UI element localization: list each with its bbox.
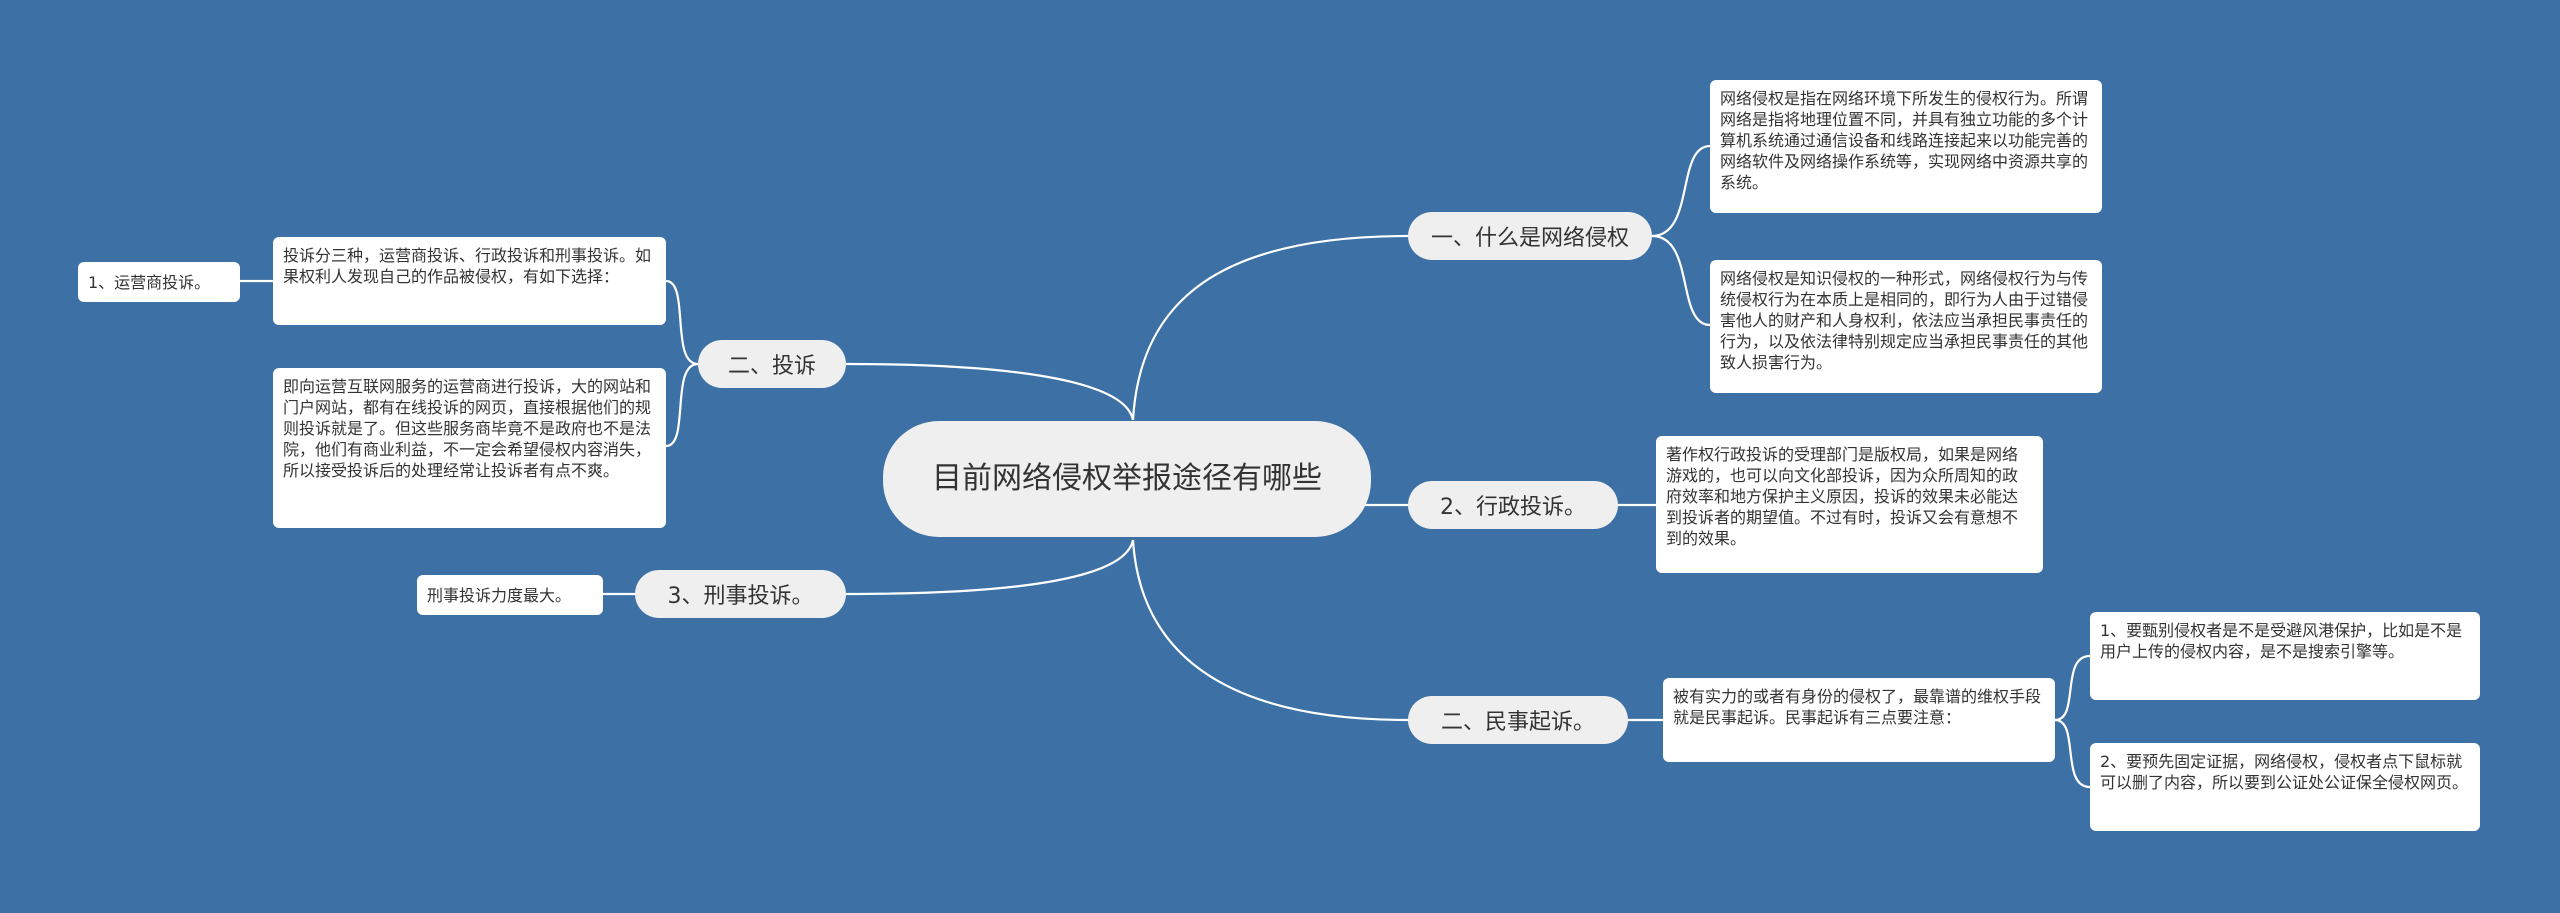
branch-what-is-infringement[interactable]: 一、什么是网络侵权 <box>1408 212 1652 260</box>
leaf-infringement-nature[interactable]: 网络侵权是知识侵权的一种形式，网络侵权行为与传统侵权行为在本质上是相同的，即行为… <box>1710 260 2102 393</box>
branch-label: 二、民事起诉。 <box>1440 710 1595 735</box>
connector-root-b1 <box>1131 234 1409 421</box>
leaf-text: 网络侵权是知识侵权的一种形式，网络侵权行为与传统侵权行为在本质上是相同的，即行为… <box>1720 269 2089 372</box>
leaf-text: 网络侵权是指在网络环境下所发生的侵权行为。所谓网络是指将地理位置不同，并具有独立… <box>1720 89 2089 192</box>
leaf-criminal-strongest[interactable]: 刑事投诉力度最大。 <box>417 575 603 615</box>
leaf-civil-point-2[interactable]: 2、要预先固定证据，网络侵权，侵权者点下鼠标就可以删了内容，所以要到公证处公证保… <box>2090 743 2480 831</box>
leaf-text: 被有实力的或者有身份的侵权了，最靠谱的维权手段就是民事起诉。民事起诉有三点要注意… <box>1673 687 2042 727</box>
leaf-text: 2、要预先固定证据，网络侵权，侵权者点下鼠标就可以删了内容，所以要到公证处公证保… <box>2100 752 2469 792</box>
branch-label: 一、什么是网络侵权 <box>1430 226 1629 251</box>
branch-criminal-complaint[interactable]: 3、刑事投诉。 <box>635 570 846 618</box>
leaf-civil-point-1[interactable]: 1、要甄别侵权者是不是受避风港保护，比如是不是用户上传的侵权内容，是不是搜索引擎… <box>2090 612 2480 700</box>
branch-administrative-complaint[interactable]: 2、行政投诉。 <box>1408 481 1618 529</box>
leaf-administrative-detail[interactable]: 著作权行政投诉的受理部门是版权局，如果是网络游戏的，也可以向文化部投诉，因为众所… <box>1656 436 2043 573</box>
leaf-text: 即向运营互联网服务的运营商进行投诉，大的网站和门户网站，都有在线投诉的网页，直接… <box>283 377 652 480</box>
leaf-text: 1、要甄别侵权者是不是受避风港保护，比如是不是用户上传的侵权内容，是不是搜索引擎… <box>2100 621 2463 661</box>
root-topic[interactable]: 目前网络侵权举报途径有哪些 <box>883 421 1371 537</box>
leaf-text: 著作权行政投诉的受理部门是版权局，如果是网络游戏的，也可以向文化部投诉，因为众所… <box>1666 445 2019 548</box>
branch-civil-lawsuit[interactable]: 二、民事起诉。 <box>1408 696 1628 744</box>
leaf-complaint-types[interactable]: 投诉分三种，运营商投诉、行政投诉和刑事投诉。如果权利人发现自己的作品被侵权，有如… <box>273 237 666 325</box>
leaf-infringement-definition[interactable]: 网络侵权是指在网络环境下所发生的侵权行为。所谓网络是指将地理位置不同，并具有独立… <box>1710 80 2102 213</box>
leaf-text: 刑事投诉力度最大。 <box>427 585 572 605</box>
branch-complaint[interactable]: 二、投诉 <box>698 340 846 388</box>
branch-label: 2、行政投诉。 <box>1440 495 1586 520</box>
connector-b3-sub-2 <box>2054 718 2091 789</box>
leaf-text: 投诉分三种，运营商投诉、行政投诉和刑事投诉。如果权利人发现自己的作品被侵权，有如… <box>283 246 652 286</box>
root-topic-label: 目前网络侵权举报途径有哪些 <box>932 461 1322 496</box>
connector-b1-leaf-a <box>1651 144 1711 238</box>
connector-b4-leaf-b <box>665 362 699 448</box>
connector-b3-sub-1 <box>2054 654 2091 722</box>
leaf-operator-complaint-detail[interactable]: 即向运营互联网服务的运营商进行投诉，大的网站和门户网站，都有在线投诉的网页，直接… <box>273 368 666 528</box>
leaf-text: 1、运营商投诉。 <box>88 272 211 292</box>
connector-root-b4 <box>845 362 1135 421</box>
connector-b1-leaf-b <box>1651 234 1711 327</box>
branch-label: 3、刑事投诉。 <box>667 584 814 609</box>
connector-root-b5 <box>845 539 1135 596</box>
leaf-civil-lawsuit-intro[interactable]: 被有实力的或者有身份的侵权了，最靠谱的维权手段就是民事起诉。民事起诉有三点要注意… <box>1663 678 2055 762</box>
connector-root-b3 <box>1131 539 1409 722</box>
connector-b4-leaf-a <box>665 279 699 366</box>
branch-label: 二、投诉 <box>727 354 816 379</box>
leaf-operator-complaint[interactable]: 1、运营商投诉。 <box>78 262 240 302</box>
